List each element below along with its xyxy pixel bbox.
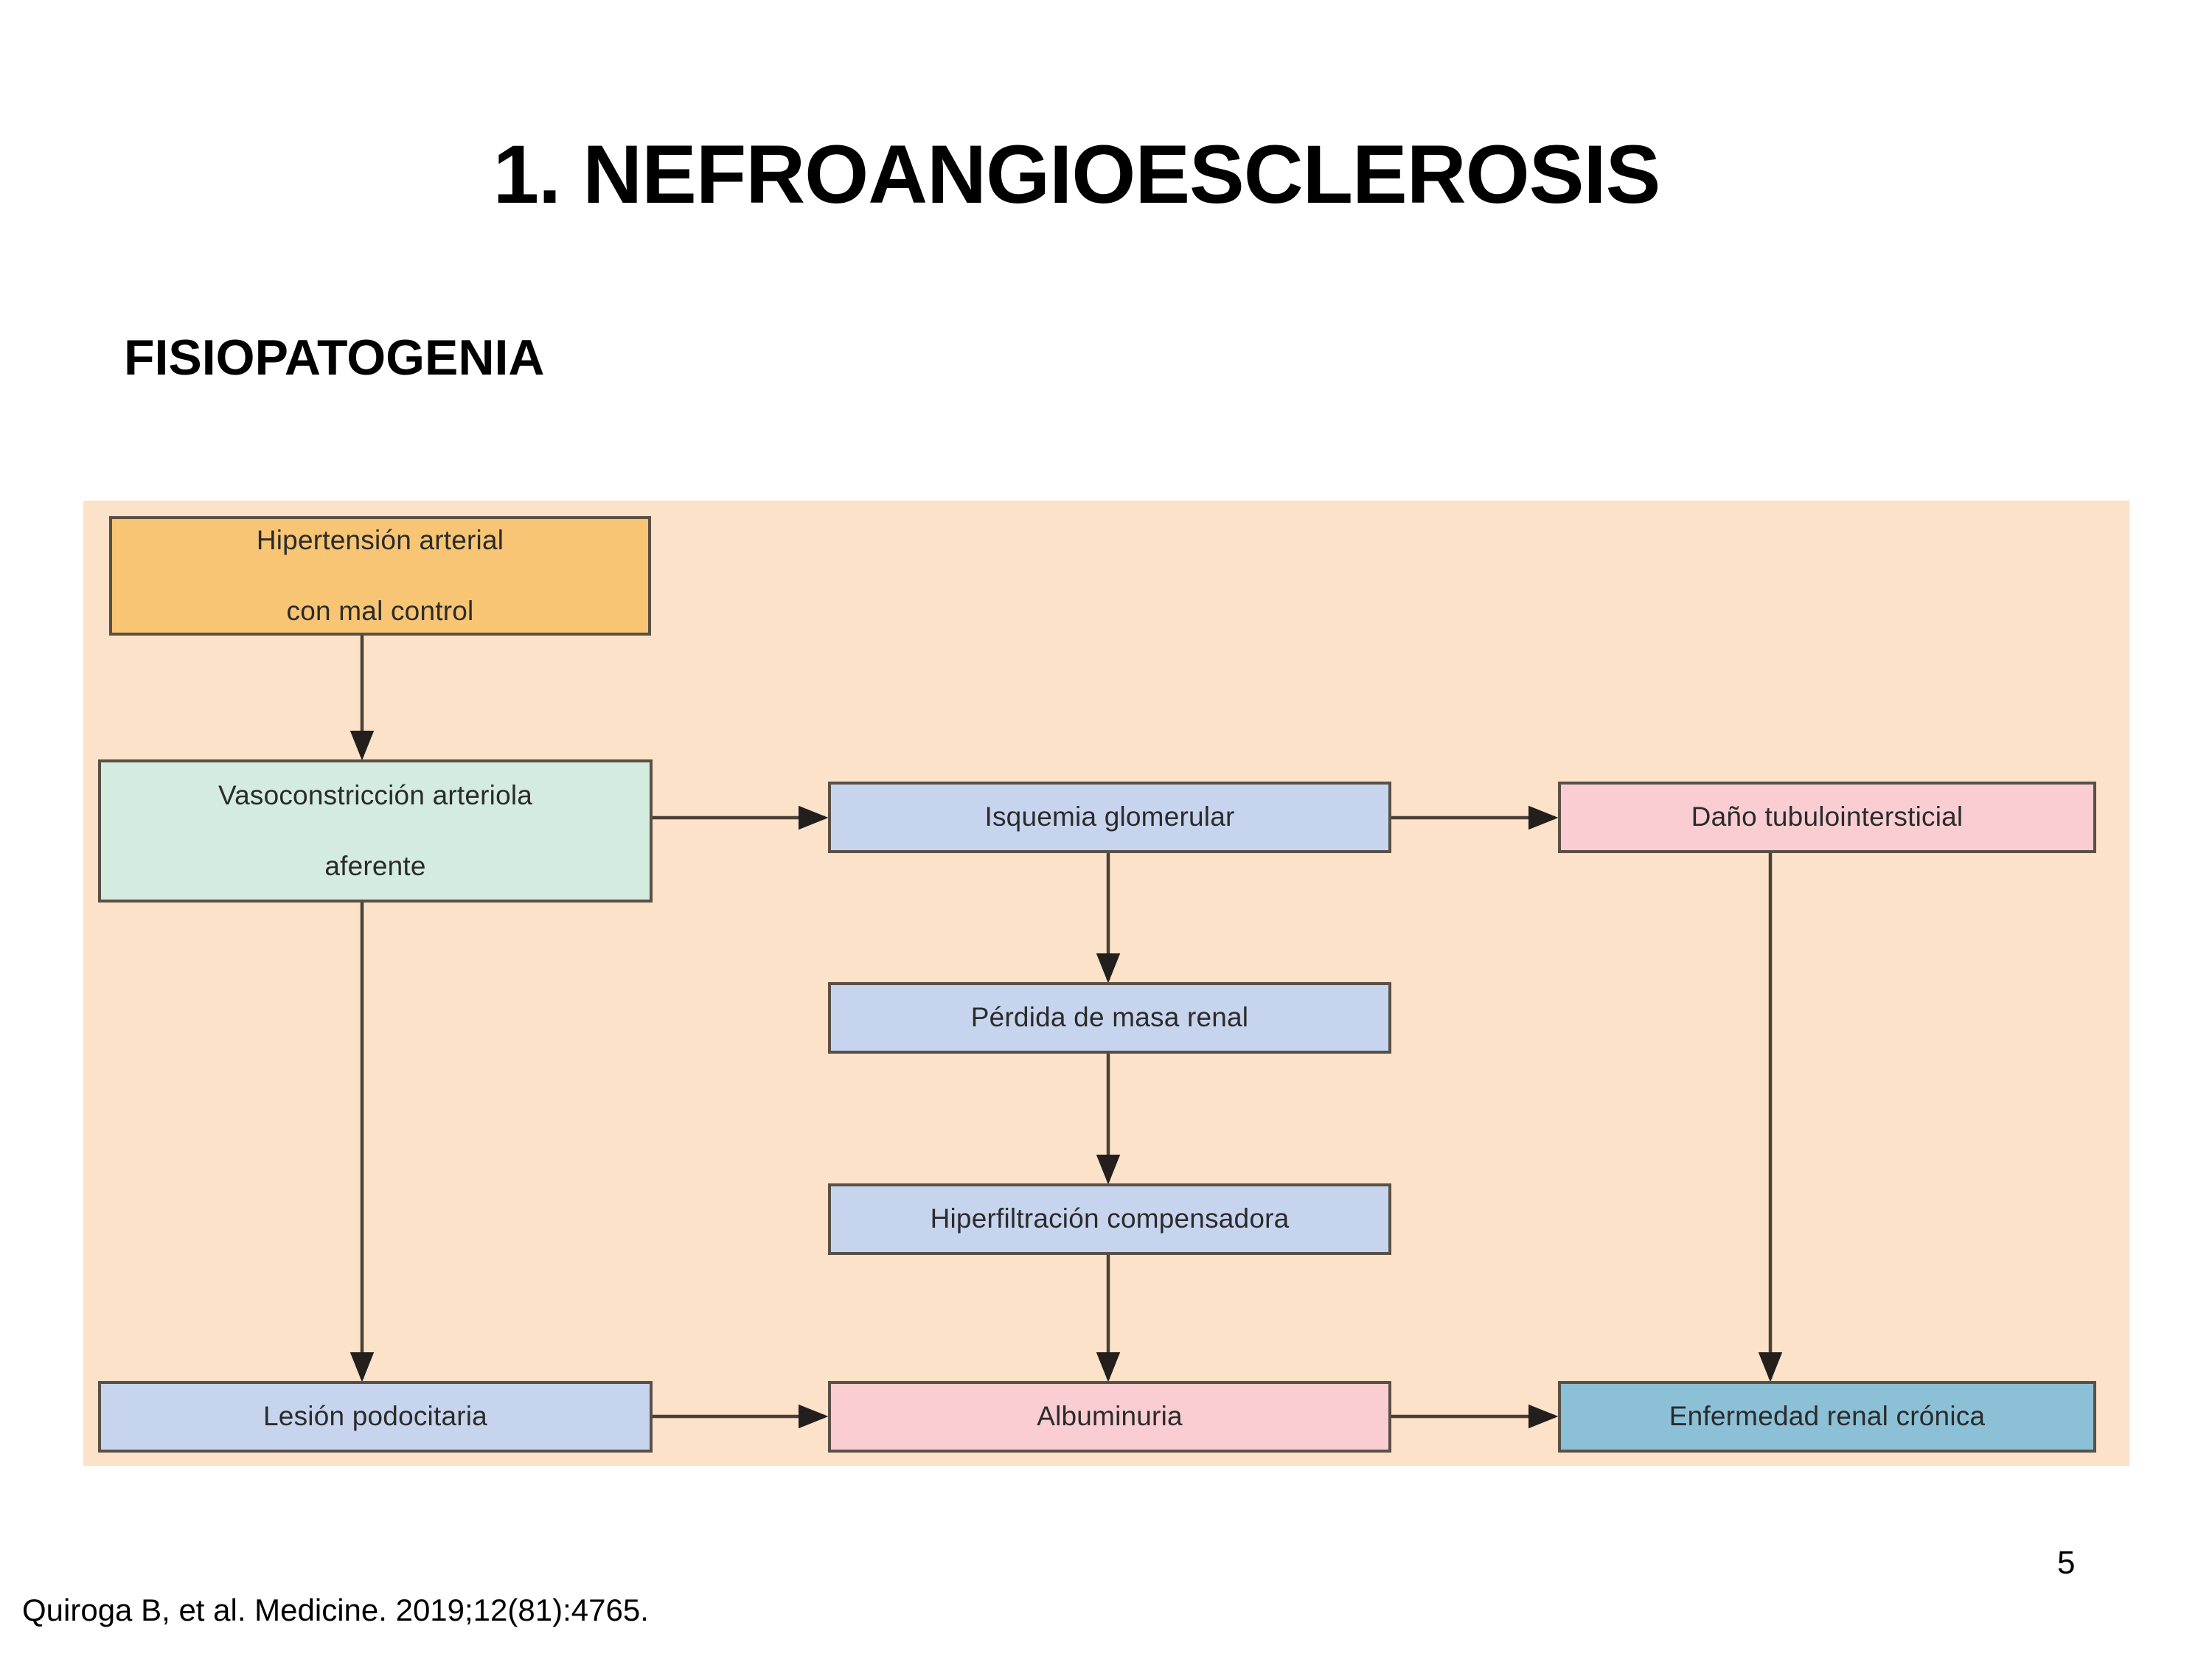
node-vasoconstriccion-arteriola-aferente[interactable]: Vasoconstricción arteriola aferente bbox=[98, 759, 653, 902]
node-hipertension-arterial[interactable]: Hipertensión arterial con mal control bbox=[109, 516, 651, 636]
node-isquemia-glomerular[interactable]: Isquemia glomerular bbox=[828, 782, 1391, 853]
node-label: Lesión podocitaria bbox=[263, 1401, 487, 1432]
node-label: Daño tubulointersticial bbox=[1691, 801, 1964, 832]
node-albuminuria[interactable]: Albuminuria bbox=[828, 1381, 1391, 1453]
node-label-line1: Vasoconstricción arteriola bbox=[218, 779, 533, 810]
node-enfermedad-renal-cronica[interactable]: Enfermedad renal crónica bbox=[1558, 1381, 2096, 1453]
pathophysiology-flow-diagram: Hipertensión arterial con mal control Va… bbox=[83, 501, 2129, 1466]
source-citation: Quiroga B, et al. Medicine. 2019;12(81):… bbox=[22, 1593, 649, 1627]
node-perdida-de-masa-renal[interactable]: Pérdida de masa renal bbox=[828, 982, 1391, 1054]
node-label: Albuminuria bbox=[1037, 1401, 1183, 1432]
node-label: Enfermedad renal crónica bbox=[1669, 1401, 1986, 1432]
page-title: 1. NEFROANGIOESCLEROSIS bbox=[493, 128, 1661, 220]
page-number: 5 bbox=[2057, 1545, 2076, 1581]
node-label-line1: Hipertensión arterial bbox=[256, 524, 504, 555]
node-hiperfiltracion-compensadora[interactable]: Hiperfiltración compensadora bbox=[828, 1183, 1391, 1255]
node-label: Isquemia glomerular bbox=[984, 801, 1235, 832]
diagram-nodes: Hipertensión arterial con mal control Va… bbox=[83, 501, 2129, 1466]
page-subtitle: FISIOPATOGENIA bbox=[124, 330, 545, 386]
node-label-line2: aferente bbox=[324, 851, 426, 882]
node-lesion-podocitaria[interactable]: Lesión podocitaria bbox=[98, 1381, 653, 1453]
node-label: Pérdida de masa renal bbox=[970, 1002, 1249, 1033]
node-label: Hiperfiltración compensadora bbox=[930, 1203, 1290, 1234]
diagram-edges bbox=[349, 636, 1783, 1429]
node-dano-tubulointersticial[interactable]: Daño tubulointersticial bbox=[1558, 782, 2096, 853]
node-label-line2: con mal control bbox=[286, 596, 474, 627]
